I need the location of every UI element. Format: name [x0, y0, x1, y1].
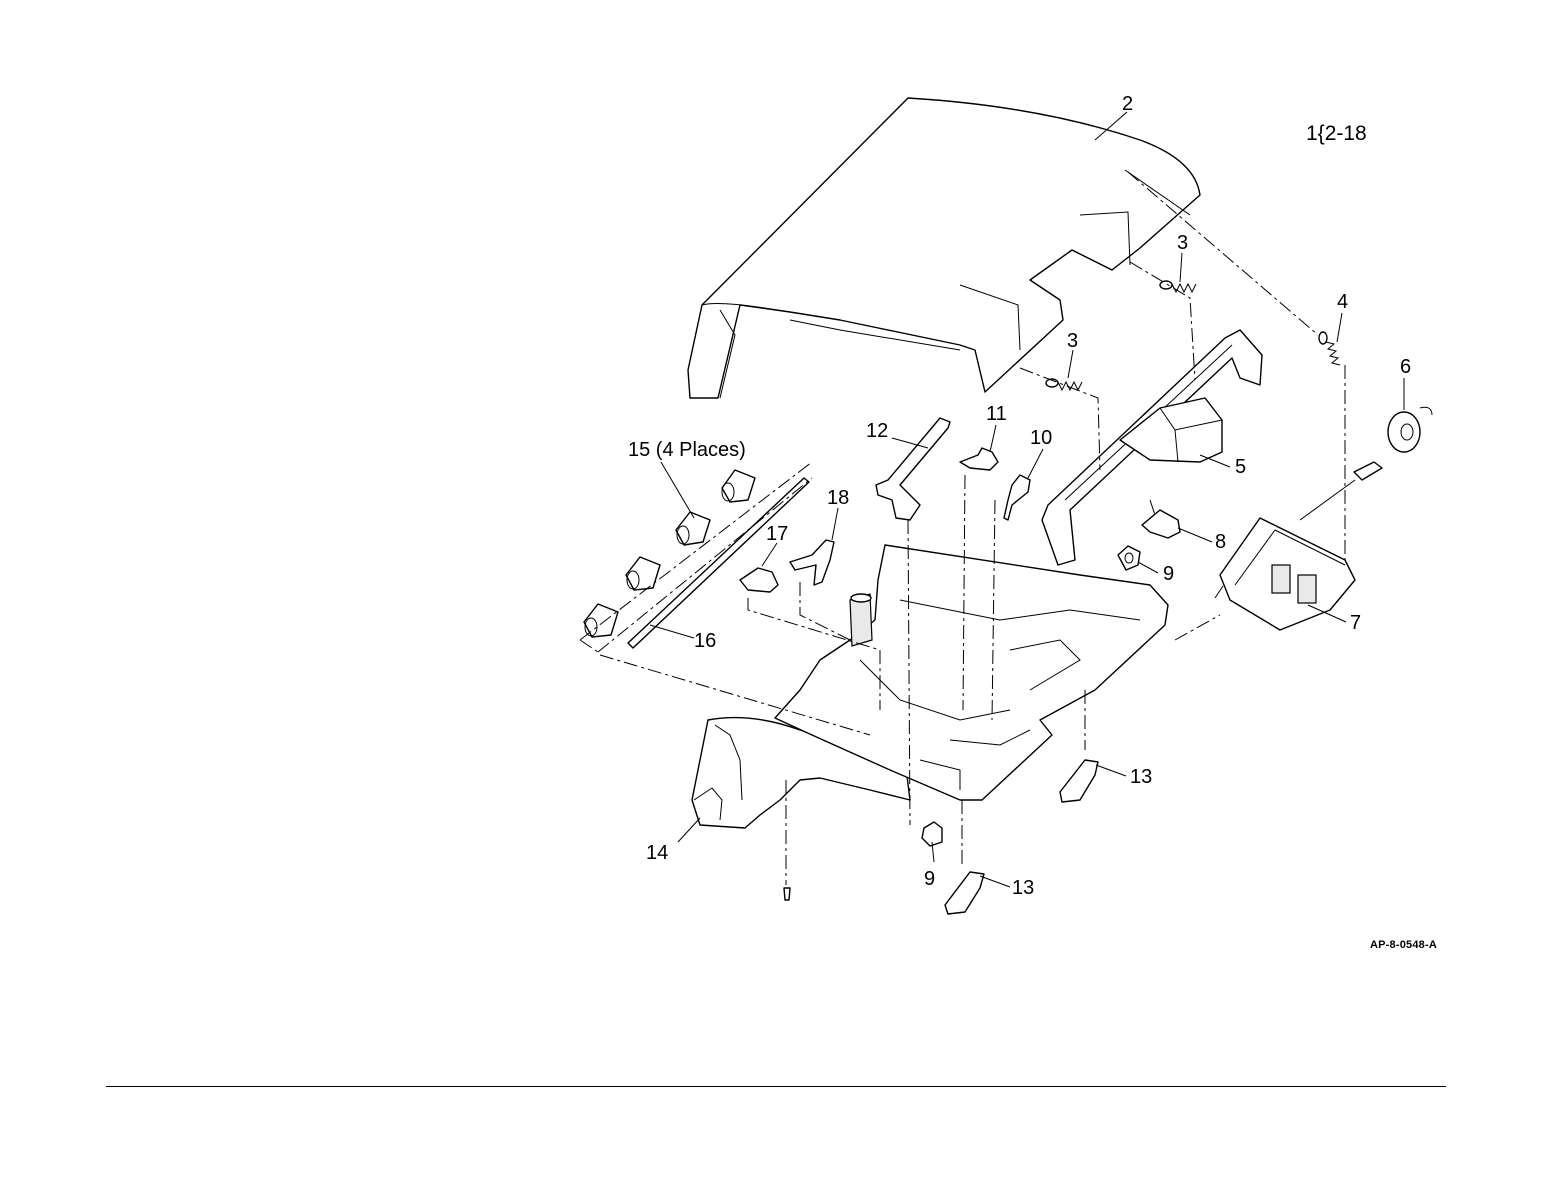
footer-rule [106, 1086, 1446, 1087]
artwork-id: AP-8-0548-A [1370, 939, 1437, 951]
part-13-clip-upper [1060, 760, 1098, 802]
part-2-top-cover [688, 98, 1200, 398]
callout-5: 5 [1235, 457, 1246, 477]
callout-4: 4 [1337, 292, 1348, 312]
figure-reference: 1{2-18 [1306, 122, 1367, 146]
part-6-gear [1354, 407, 1432, 480]
part-13-clip-lower [945, 872, 984, 914]
screw [784, 888, 790, 900]
callout-6: 6 [1400, 357, 1411, 377]
callout-2: 2 [1122, 94, 1133, 114]
callout-3-upper: 3 [1177, 233, 1188, 253]
part-17-bracket [740, 568, 778, 592]
roller-1 [722, 470, 755, 502]
callout-14: 14 [646, 843, 668, 863]
callout-9-right: 9 [1163, 564, 1174, 584]
callout-13-lower: 13 [1012, 878, 1034, 898]
part-7-feeder-module [1215, 480, 1355, 630]
part-18-pin-lever [790, 540, 834, 585]
part-11-small-lever [960, 448, 998, 470]
part-10-lever [1004, 475, 1030, 520]
roller-3 [626, 557, 660, 590]
callout-7: 7 [1350, 613, 1361, 633]
callout-8: 8 [1215, 532, 1226, 552]
callout-12: 12 [866, 421, 888, 441]
part-4-spring [1319, 332, 1340, 365]
part-8-bracket [1142, 510, 1180, 538]
part-3-spring-lower [1046, 379, 1082, 390]
callout-11: 11 [986, 404, 1007, 424]
callout-15: 15 (4 Places) [628, 440, 746, 460]
callout-18: 18 [827, 488, 849, 508]
callout-17: 17 [766, 524, 788, 544]
callout-3-lower: 3 [1067, 331, 1078, 351]
callout-16: 16 [694, 631, 716, 651]
part-9-bushing-right [1118, 546, 1140, 570]
callout-10: 10 [1030, 428, 1052, 448]
callout-9-lower: 9 [924, 869, 935, 889]
roller-4 [584, 604, 618, 637]
callout-13-upper: 13 [1130, 767, 1152, 787]
